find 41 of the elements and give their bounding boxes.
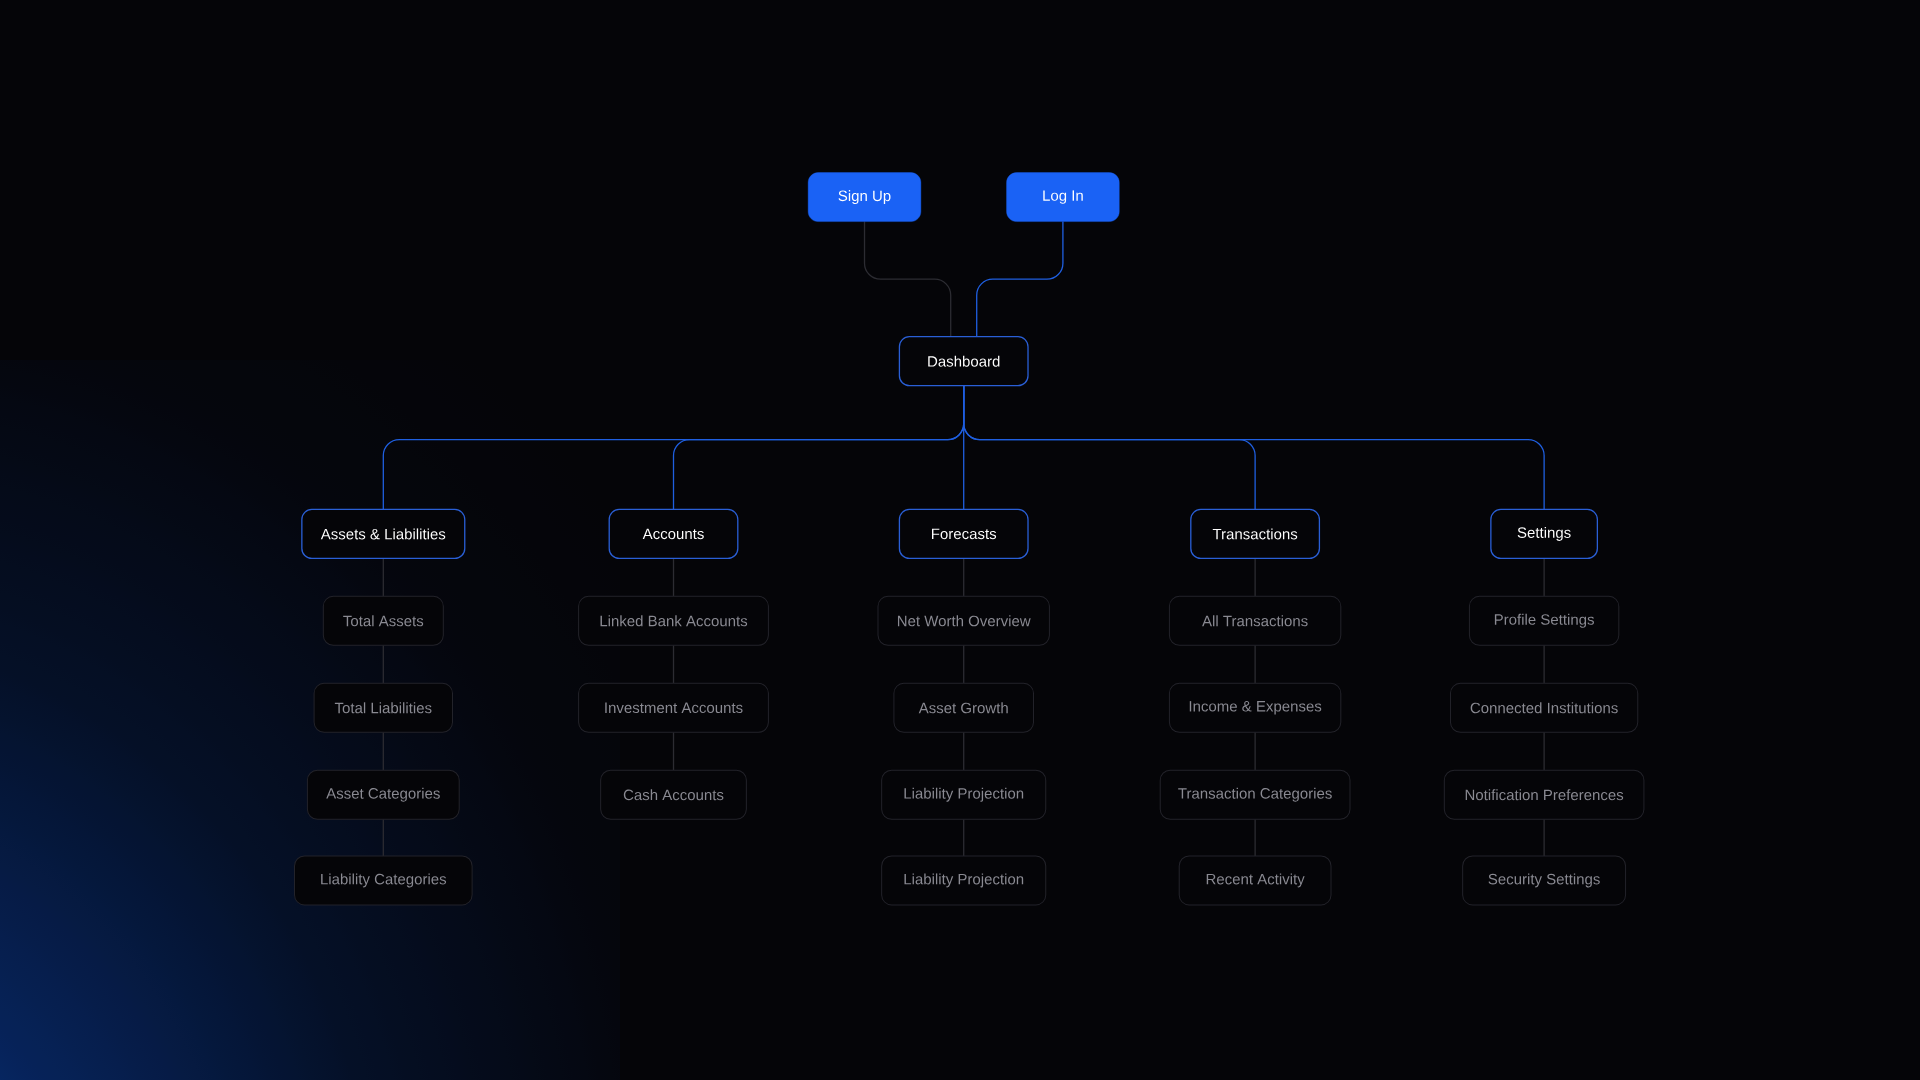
nav-button: Sign Up [807,172,922,222]
connector-line [976,220,1064,338]
page-box: Income & Expenses [1168,682,1342,733]
connector-line [963,644,965,684]
page-box: Transaction Categories [1159,769,1351,820]
page-box: Liability Projection [881,855,1047,906]
page-box: Total Liabilities [313,682,453,733]
connector-line [672,731,675,771]
connector-line [382,644,384,684]
connector-line [963,731,965,771]
page-box: All Transactions [1168,595,1342,646]
section-box: Assets & Liabilities [301,508,466,560]
page-box: Security Settings [1462,855,1627,906]
section-box: Accounts [608,508,739,560]
section-box: Settings [1490,508,1598,560]
page-box: Asset Growth [893,682,1034,733]
page-box: Investment Accounts [578,682,769,733]
page-box: Cash Accounts [600,769,747,820]
page-box: Liability Projection [881,769,1047,820]
connector-line [672,557,675,597]
connector-line [963,557,965,597]
page-box: Asset Categories [306,769,460,820]
connector-line [863,220,952,338]
connector-line [672,644,675,684]
connector-line [963,818,965,857]
connector-line [382,731,384,771]
page-box: Profile Settings [1468,595,1620,646]
page-box: Connected Institutions [1449,682,1639,733]
connector-line [382,818,384,857]
page-box: Notification Preferences [1443,769,1645,820]
nav-button: Log In [1006,172,1120,222]
section-box: Dashboard [898,336,1029,387]
section-box: Forecasts [898,508,1029,560]
page-box: Liability Categories [294,855,473,906]
page-box: Total Assets [322,595,444,646]
page-box: Recent Activity [1178,855,1332,906]
page-box: Net Worth Overview [877,595,1050,646]
connector-line [382,557,384,597]
section-box: Transactions [1190,508,1321,560]
connector-line [963,385,1545,511]
page-box: Linked Bank Accounts [578,595,769,646]
